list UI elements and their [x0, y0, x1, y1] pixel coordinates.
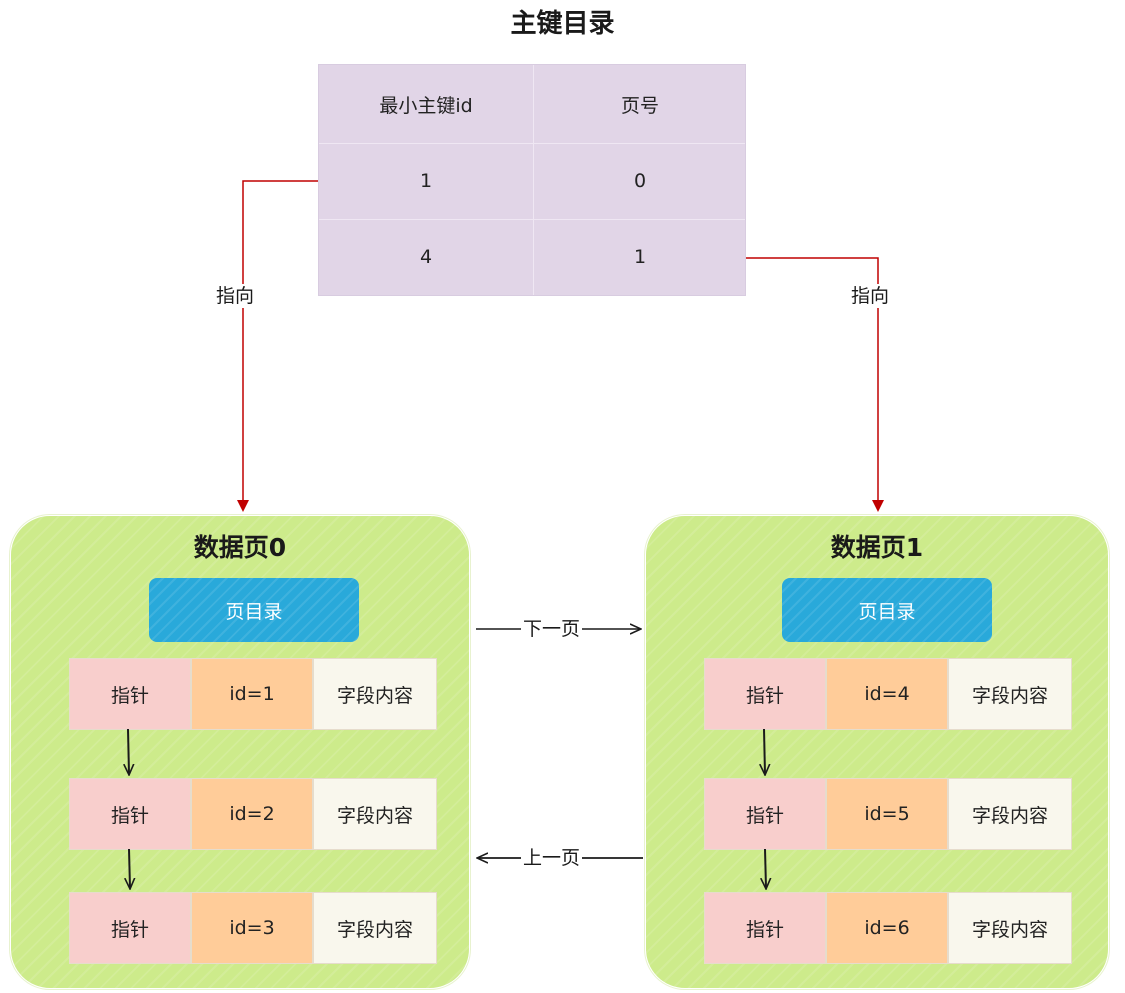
table-row: 指针 id=2 字段内容 — [69, 778, 437, 850]
pointer-cell: 指针 — [704, 778, 826, 850]
page-title: 数据页1 — [830, 533, 924, 562]
pointer-cell: 指针 — [704, 658, 826, 730]
header-page-number: 页号 — [620, 94, 659, 117]
pointer-cell: 指针 — [69, 778, 191, 850]
cell-min-key: 4 — [419, 246, 433, 268]
content-cell: 字段内容 — [313, 658, 437, 730]
page-directory: 页目录 — [149, 578, 359, 642]
table-row: 指针 id=6 字段内容 — [704, 892, 1072, 964]
id-cell: id=6 — [826, 892, 948, 964]
id-cell: id=2 — [191, 778, 313, 850]
content-cell: 字段内容 — [313, 778, 437, 850]
next-page-label: 下一页 — [521, 617, 583, 641]
id-cell: id=4 — [826, 658, 948, 730]
diagram-title: 主键目录 — [510, 9, 615, 39]
content-cell: 字段内容 — [948, 892, 1072, 964]
table-row: 指针 id=5 字段内容 — [704, 778, 1072, 850]
table-divider — [533, 65, 534, 295]
data-page-0: 数据页0 页目录 指针 id=1 字段内容 指针 id=2 字段内容 指针 id… — [10, 515, 470, 989]
table-row: 指针 id=3 字段内容 — [69, 892, 437, 964]
cell-min-key: 1 — [419, 170, 433, 192]
pointer-label: 指向 — [214, 284, 257, 308]
pointer-cell: 指针 — [704, 892, 826, 964]
pointer-cell: 指针 — [69, 658, 191, 730]
id-cell: id=1 — [191, 658, 313, 730]
pointer-cell: 指针 — [69, 892, 191, 964]
prev-page-label: 上一页 — [521, 846, 583, 870]
pointer-arrow-to-page-1 — [746, 257, 884, 512]
row-link-arrow — [765, 848, 766, 888]
id-cell: id=5 — [826, 778, 948, 850]
pointer-arrow-to-page-0 — [237, 180, 318, 512]
content-cell: 字段内容 — [313, 892, 437, 964]
content-cell: 字段内容 — [948, 658, 1072, 730]
primary-key-directory-table: 最小主键id 页号 1 0 4 1 — [318, 64, 746, 296]
page-directory: 页目录 — [782, 578, 992, 642]
row-link-arrow — [764, 728, 765, 774]
id-cell: id=3 — [191, 892, 313, 964]
table-row: 指针 id=4 字段内容 — [704, 658, 1072, 730]
cell-page-number: 0 — [633, 170, 647, 192]
row-link-arrow — [128, 728, 129, 774]
header-min-primary-key: 最小主键id — [379, 94, 473, 117]
table-divider — [319, 143, 745, 144]
row-link-arrow — [129, 848, 130, 888]
page-title: 数据页0 — [193, 533, 287, 562]
cell-page-number: 1 — [633, 246, 647, 268]
pointer-label: 指向 — [849, 284, 892, 308]
table-divider — [319, 219, 745, 220]
content-cell: 字段内容 — [948, 778, 1072, 850]
table-row: 指针 id=1 字段内容 — [69, 658, 437, 730]
data-page-1: 数据页1 页目录 指针 id=4 字段内容 指针 id=5 字段内容 指针 id… — [645, 515, 1109, 989]
